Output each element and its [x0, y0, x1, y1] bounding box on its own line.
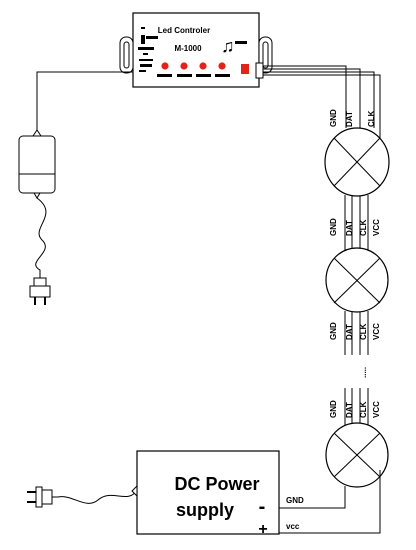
controller-button-4[interactable]: [218, 62, 226, 70]
power-supply-title: DC Power: [174, 474, 259, 494]
minus-terminal: -: [259, 496, 266, 518]
adapter-body: [18, 135, 56, 194]
right-panel-marking: [235, 41, 247, 44]
wire-label-vcc: VCC: [372, 323, 381, 340]
music-note-icon: ♫: [221, 36, 235, 56]
ac-plug-neck: [33, 277, 47, 287]
wires-pixel1-to-pixel2: [344, 195, 369, 250]
right-mount-slot: [262, 41, 269, 69]
gnd-output-label: GND: [286, 496, 304, 505]
led-controller: Led Controler M-1000 ♫: [119, 12, 273, 88]
left-panel-markings: [138, 27, 158, 72]
psu-plug-head: [41, 489, 53, 505]
wire-label-dat: DAT: [345, 324, 354, 340]
vcc-output-wire: [279, 470, 381, 534]
psu-ac-cable: [52, 489, 138, 504]
controller-output-wires: [263, 65, 381, 160]
wire-label-vcc: VCC: [372, 219, 381, 236]
controller-title: Led Controler: [158, 26, 210, 35]
left-mount-slot: [123, 41, 130, 69]
wire-label-gnd: GND: [329, 322, 338, 340]
mid-wire-labels-3: GND DAT CLK VCC: [329, 400, 381, 418]
wires-below-pixel2: [344, 311, 369, 355]
plus-terminal: +: [258, 521, 267, 538]
wire-label-clk: CLK: [359, 323, 368, 340]
wire-label-gnd: GND: [329, 109, 338, 127]
ac-cable: [35, 197, 47, 278]
controller-button-3[interactable]: [199, 62, 207, 70]
psu-cable-grommet: [131, 484, 138, 498]
adapter-cable-grommet: [32, 129, 42, 137]
wire-label-dat: DAT: [345, 220, 354, 236]
controller-model: M-1000: [174, 44, 202, 53]
psu-plug-body: [35, 486, 43, 508]
wire-label-gnd: GND: [329, 218, 338, 236]
led-pixel-2: [325, 247, 389, 313]
top-wire-labels: GND DAT CLK: [329, 109, 376, 127]
wire-label-dat: DAT: [345, 402, 354, 418]
vcc-output-label: vcc: [286, 522, 300, 531]
wire-label-dat: DAT: [345, 111, 354, 127]
wire-label-vcc: VCC: [372, 401, 381, 418]
controller-button-1[interactable]: [161, 62, 169, 70]
mid-wire-labels-1: GND DAT CLK VCC: [329, 218, 381, 236]
button-label-bar-1: [157, 74, 172, 77]
gnd-output-wire: [279, 486, 346, 509]
status-led: [241, 64, 249, 74]
button-label-bar-4: [215, 74, 230, 77]
dc-power-supply: DC Power supply - + GND vcc: [27, 450, 381, 538]
ac-plug-head: [29, 285, 51, 298]
wire-label-clk: CLK: [359, 219, 368, 236]
button-label-bar-3: [196, 74, 211, 77]
wire-label-clk: CLK: [359, 401, 368, 418]
button-label-bar-2: [177, 74, 192, 77]
power-adapter: [18, 71, 133, 305]
wires-above-pixel3: [344, 388, 369, 425]
power-supply-body: [136, 450, 280, 535]
power-supply-subtitle: supply: [176, 500, 234, 520]
led-pixel-3: [325, 422, 389, 488]
wire-label-gnd: GND: [329, 400, 338, 418]
led-pixel-1: [324, 127, 390, 197]
mid-wire-labels-2: GND DAT CLK VCC: [329, 322, 381, 340]
controller-input-cable: [36, 71, 133, 134]
wire-label-clk: CLK: [367, 110, 376, 127]
adapter-lower-grommet: [33, 192, 41, 199]
output-connector: [255, 62, 264, 79]
continuation-ellipsis: .....: [359, 367, 368, 378]
controller-button-2[interactable]: [180, 62, 188, 70]
